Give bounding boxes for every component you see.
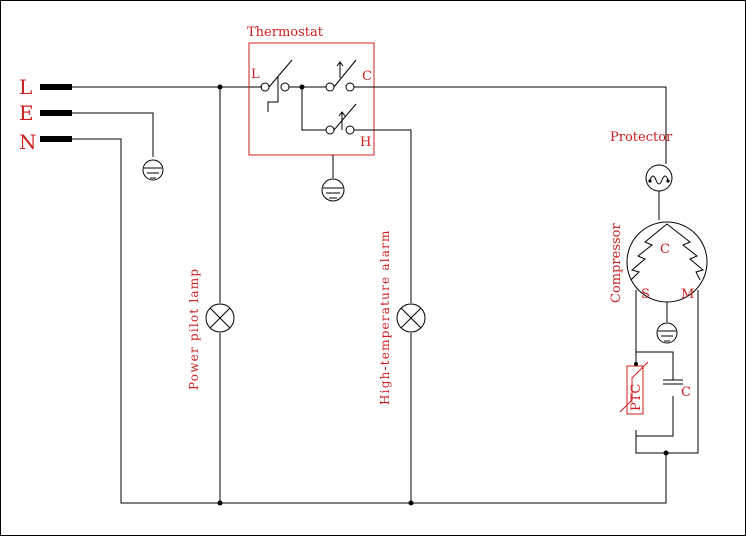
ground-symbol-earth (142, 159, 164, 181)
high-temperature-alarm-label: High-temperature alarm (378, 229, 392, 405)
ptc-label: PTC (629, 384, 644, 411)
thermostat-title: Thermostat (247, 25, 324, 40)
compressor-pin-m: M (681, 287, 694, 302)
alarm-wire (376, 129, 412, 503)
junction-dot (217, 84, 223, 90)
junction-dot (663, 450, 669, 456)
compressor-pin-s: S (641, 287, 650, 302)
terminal-e-label: E (19, 101, 34, 125)
terminal-e-plug (40, 110, 72, 116)
junction-dot (217, 500, 223, 506)
neutral-wire (72, 138, 667, 504)
protector-label: Protector (610, 130, 673, 145)
thermostat-pin-l: L (251, 67, 260, 82)
capacitor-icon (663, 379, 683, 385)
power-pilot-lamp-icon (205, 303, 235, 333)
protector-icon (645, 164, 673, 192)
power-pilot-lamp-label: Power pilot lamp (187, 268, 201, 390)
ground-symbol-compressor (656, 322, 678, 344)
compressor-pin-c: C (660, 242, 670, 257)
terminal-n-plug (40, 136, 72, 142)
junction-dot (408, 500, 414, 506)
capacitor-wire (636, 351, 674, 437)
thermostat-c-wire (376, 86, 667, 164)
thermostat-pin-h: H (360, 135, 371, 150)
thermostat-pin-c: C (362, 69, 372, 84)
terminal-n-label: N (19, 130, 37, 154)
high-temperature-alarm-lamp-icon (396, 303, 426, 333)
terminal-l-plug (40, 84, 72, 90)
ptc-slash (619, 361, 649, 413)
capacitor-label: C (681, 385, 691, 400)
thermostat-box (248, 42, 375, 156)
ptc-thermistor (626, 365, 644, 415)
ground-symbol-thermostat (321, 178, 345, 202)
earth-wire (72, 112, 154, 157)
compressor-label: Compressor (609, 223, 624, 303)
terminal-l-label: L (19, 75, 32, 99)
thermostat-switches (260, 59, 376, 178)
compressor-motor-icon (626, 221, 708, 303)
junction-dot (634, 362, 638, 366)
